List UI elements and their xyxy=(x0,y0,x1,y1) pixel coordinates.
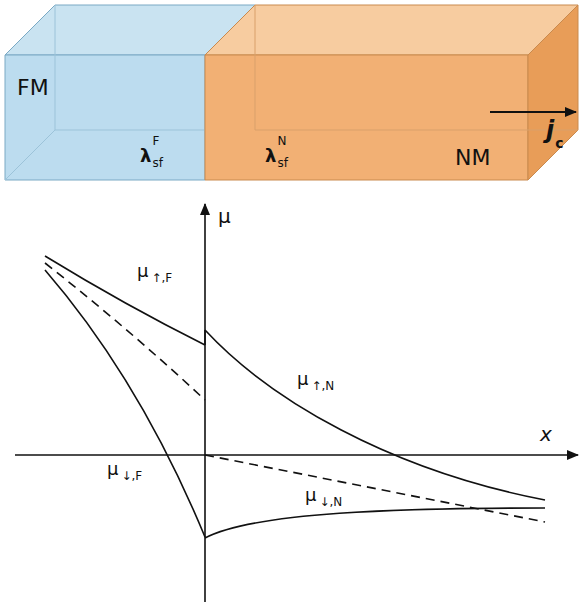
mu-up-n-curve xyxy=(205,330,545,500)
current-arrow xyxy=(490,111,576,113)
curve-label: μ xyxy=(136,262,149,280)
curve-subscript: ↓,F xyxy=(120,470,143,482)
curve-label: μ xyxy=(304,486,317,504)
superscript: F xyxy=(152,135,159,147)
x-axis xyxy=(15,454,578,456)
curve-subscript: ↑,F xyxy=(150,272,173,284)
mu-down-f-curve xyxy=(45,270,205,537)
subscript: sf xyxy=(277,157,287,169)
normal-metal-block: NM λsf N xyxy=(205,55,528,180)
mu-axis xyxy=(204,204,206,602)
mu-up-f-curve xyxy=(45,256,205,345)
lambda-symbol: λ xyxy=(265,147,276,165)
material-name: NM xyxy=(455,147,490,169)
current-symbol: j xyxy=(546,118,554,142)
material-name: FM xyxy=(17,77,49,99)
ferromagnet-block: FM λsf F xyxy=(5,55,205,180)
mu-down-n-curve xyxy=(205,508,545,538)
current-subscript: c xyxy=(555,136,563,150)
interface-jump xyxy=(204,330,206,345)
lambda-symbol: λ xyxy=(140,147,151,165)
curve-subscript: ↑,N xyxy=(310,380,335,392)
axis-label: x xyxy=(540,424,552,444)
subscript: sf xyxy=(152,157,162,169)
nm-block xyxy=(205,5,578,180)
curve-subscript: ↓,N xyxy=(318,496,343,508)
curve-label: μ xyxy=(106,460,119,478)
axis-label: μ xyxy=(218,206,231,226)
curve-label: μ xyxy=(296,370,309,388)
superscript: N xyxy=(277,135,286,147)
